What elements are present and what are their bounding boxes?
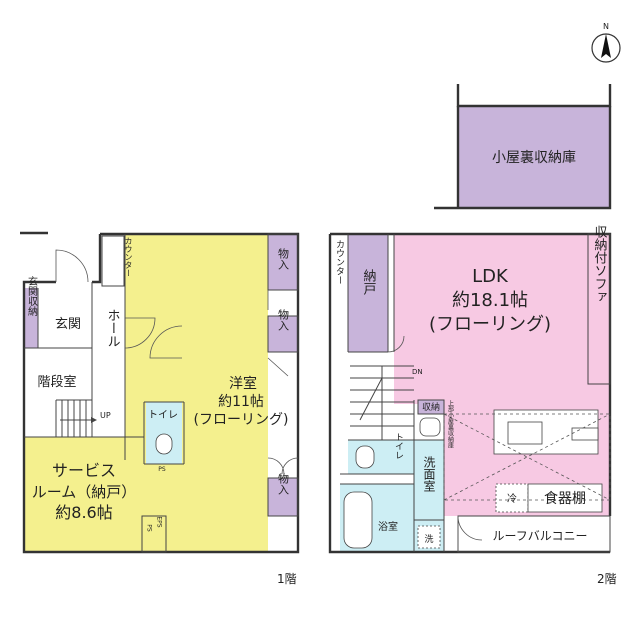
western-room-floor: (フローリング) <box>194 412 289 428</box>
sofa-storage-outline <box>587 233 611 385</box>
storage-top-fill <box>268 234 298 290</box>
ps-eps-outline <box>141 515 167 553</box>
attic-bottom-wall <box>434 106 612 210</box>
service-room-fill <box>24 437 144 552</box>
floor-2: 小屋裏収納庫 <box>328 84 617 586</box>
service-room-size: 約8.6帖 <box>55 503 112 522</box>
ps-label: PS <box>158 466 166 473</box>
hall-label: ホール <box>105 309 120 348</box>
wash-basin-icon <box>419 417 441 437</box>
closet-label: 納戸 <box>361 269 377 295</box>
attic-label: 小屋裏収納庫 <box>492 149 576 166</box>
ldk-size: 約18.1帖 <box>452 290 528 311</box>
toilet1-label: トイレ <box>148 410 178 421</box>
storage-top-label: 物入 <box>277 247 290 270</box>
compass-label: N <box>603 22 609 31</box>
storage-bottom-outline <box>267 477 299 517</box>
floor2-stairs <box>350 365 414 440</box>
western-room-size: 約11帖 <box>218 394 264 410</box>
entrance-door <box>55 249 89 283</box>
ldk-name: LDK <box>472 266 509 287</box>
attic-storage-above <box>443 413 611 501</box>
floor1-top-left-wall <box>92 234 102 284</box>
sofa-storage-label: 収納付ソファ <box>592 225 608 303</box>
storage2-fill <box>418 400 444 414</box>
washer-outline <box>417 525 441 549</box>
entrance-storage-label: 玄関収納 <box>26 275 38 317</box>
storage-mid-fill <box>268 316 298 352</box>
storage-bottom-fill <box>268 478 298 516</box>
floor1-caption: 1階 <box>277 571 297 586</box>
bathtub-icon <box>343 491 373 549</box>
floor1-outer-wall <box>22 232 300 554</box>
compass-arrow-icon <box>601 34 611 58</box>
washroom-fill <box>414 440 444 520</box>
attic-top-wall <box>456 84 612 108</box>
service-room-label-2: ルーム（納戸） <box>32 483 137 501</box>
western-door <box>149 325 183 359</box>
storage-bottom-doors <box>267 457 299 475</box>
washroom-label: 洗面室 <box>422 456 436 492</box>
ldk-floor: (フローリング) <box>429 314 551 335</box>
storage-top-outline <box>267 233 299 291</box>
storage-doors <box>267 290 289 377</box>
bathroom-label: 浴室 <box>378 520 398 533</box>
toilet2-fixture-icon <box>355 445 375 469</box>
kitchen-sink-icon <box>507 421 543 445</box>
ldk-fill <box>394 234 610 404</box>
balcony-door <box>457 515 483 552</box>
storage-mid-label: 物入 <box>277 308 290 331</box>
floor1-stairs <box>55 399 97 437</box>
service-room-fill-extension <box>144 460 268 552</box>
attic-fill <box>458 106 610 208</box>
entrance-label: 玄関 <box>55 317 81 332</box>
floor1-left-wall <box>22 280 56 437</box>
closet-fill <box>348 234 388 352</box>
eps-label: EPS <box>156 516 163 527</box>
stove-icon <box>571 427 599 441</box>
toilet2-label: トイレ <box>393 433 404 460</box>
toilet1-fixture-icon <box>155 433 173 455</box>
washer-label: 洗 <box>424 533 433 545</box>
western-room-name: 洋室 <box>229 375 257 392</box>
fridge-label: 冷 <box>507 492 517 505</box>
counter2-label: カウンター <box>334 239 345 284</box>
counter1-outline <box>101 235 125 287</box>
storage-mid-outline <box>267 315 299 353</box>
attic-above-label: 上部小屋裏収納庫 <box>447 399 454 449</box>
pantry-label: 食器棚 <box>544 490 586 507</box>
entrance-storage-fill <box>24 288 38 348</box>
compass: N <box>591 22 621 63</box>
up-label: UP <box>100 411 111 420</box>
hall-door <box>124 317 156 349</box>
storage-bottom-label: 物入 <box>277 472 290 495</box>
closet-door <box>387 335 405 353</box>
storage2-label: 収納 <box>422 401 440 413</box>
floor-1: カウンター 物入 物入 物入 洋室 約11帖 (フローリング) 玄関収納 玄関 … <box>20 231 300 586</box>
stair-room-label-1: 階段室 <box>37 374 76 390</box>
ps2-label: PS <box>146 524 153 532</box>
roof-balcony-label: ルーフバルコニー <box>492 529 587 543</box>
floor2-caption: 2階 <box>597 571 617 586</box>
pantry-outline <box>527 483 603 513</box>
fridge-outline <box>495 483 529 513</box>
dn-label: DN <box>412 368 423 376</box>
service-room-label-1: サービス <box>52 461 116 480</box>
storage2-outline <box>417 399 445 415</box>
